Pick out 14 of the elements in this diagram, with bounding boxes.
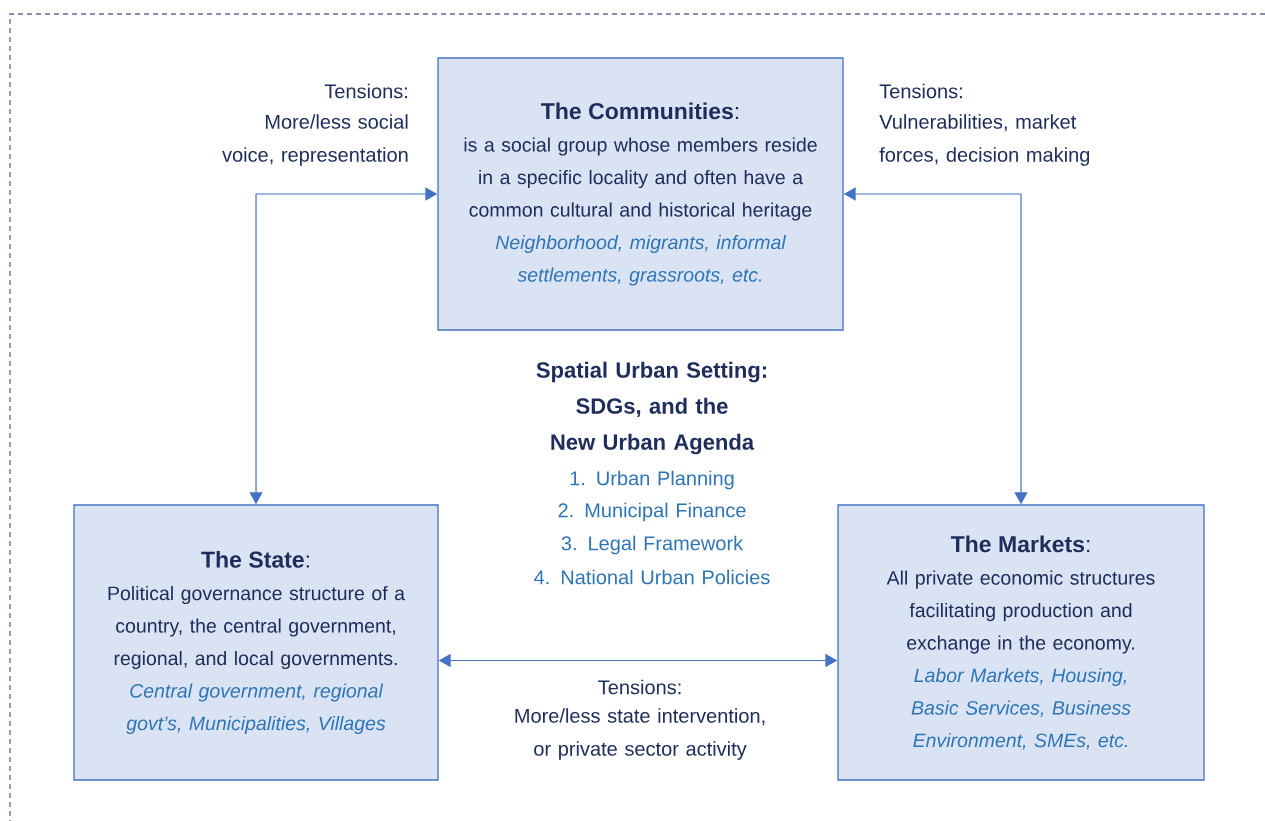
concept-box: The State: Political governance structure of a country, the central government, regional, and local governments. Central government, regional govt’s, Municipalities, Villages (73, 504, 439, 781)
tension-label: Tensions: (598, 679, 681, 695)
list-item: 4. National Urban Policies (534, 569, 770, 585)
tension-label: Tensions: (324, 83, 407, 99)
edge-label: Vulnerabilities, market forces, decision making (879, 114, 1090, 166)
list-item: 2. Municipal Finance (558, 502, 746, 522)
concept-box: The Communities: is a social group whose members reside in a specific locality and often have a common cultural and historical heritage Neighborhood, migrants, informal settlements, grassroots, etc. (437, 57, 844, 331)
list-item: 3. Legal Framework (561, 535, 744, 555)
heading: Spatial Urban Setting: SDGs, and the New Urban Agenda (536, 361, 766, 455)
edge-label: More/less state intervention, or private sector activity (515, 708, 765, 760)
concept-box: The Markets: All private economic structures facilitating production and exchange in the economy. Labor Markets, Housing, Basic Services, Business Environment, SMEs, etc. (837, 504, 1205, 781)
tension-label: Tensions: (879, 83, 962, 99)
list-item: 1. Urban Planning (570, 470, 734, 490)
edge-label: More/less social voice, representation (222, 114, 408, 166)
